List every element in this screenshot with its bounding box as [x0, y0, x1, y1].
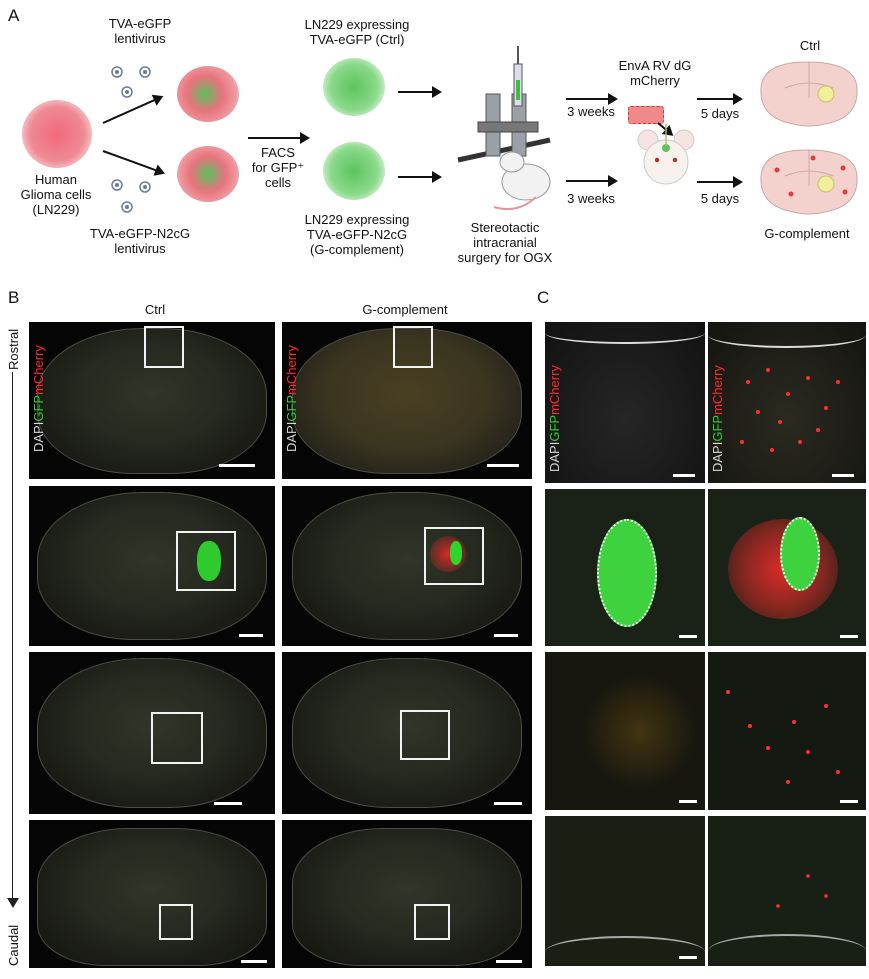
mouse-icon	[636, 124, 696, 190]
ln229-gcomp-label: LN229 expressing TVA-eGFP-N2cG (G-comple…	[304, 212, 410, 257]
weeks-top-label: 3 weeks	[567, 104, 615, 119]
arrow-3-weeks-top	[566, 93, 618, 105]
roi-box	[144, 326, 184, 368]
transduced-gcomp-cluster	[177, 146, 239, 202]
arrow-5-days-top	[697, 93, 743, 105]
section-c-gcomp-2	[708, 489, 866, 646]
stain-legend-b: DAPIGFPmCherry	[31, 345, 46, 452]
section-b-ctrl-1: DAPIGFPmCherry	[29, 322, 275, 479]
caudal-label: Caudal	[6, 924, 21, 966]
section-c-gcomp-3	[708, 652, 866, 810]
section-b-gcomp-2	[282, 486, 532, 646]
rabies-virus-icon	[628, 106, 664, 124]
roi-box	[393, 326, 433, 368]
section-c-gcomp-4	[708, 816, 866, 966]
section-b-gcomp-4	[282, 820, 532, 968]
stain-legend-b2: DAPIGFPmCherry	[284, 345, 299, 452]
transduced-ctrl-cluster	[177, 66, 239, 122]
rostral-caudal-axis	[12, 372, 13, 900]
virus-bottom-label: TVA-eGFP-N2cG lentivirus	[89, 226, 191, 256]
col-gcomp-label: G-complement	[362, 302, 448, 317]
panel-a-letter: A	[8, 6, 20, 25]
arrow-5-days-bottom	[697, 176, 743, 188]
stain-legend-c2: DAPIGFPmCherry	[710, 365, 725, 472]
days-bottom-label: 5 days	[700, 191, 740, 206]
arrow-3-weeks-bottom	[566, 175, 618, 187]
section-c-ctrl-2	[545, 489, 705, 646]
arrow-gcomp-to-surgery	[398, 171, 442, 183]
section-c-gcomp-1: DAPIGFPmCherry	[708, 322, 866, 483]
outcome-gcomp-label: G-complement	[764, 226, 850, 241]
section-b-gcomp-1: DAPIGFPmCherry	[282, 322, 532, 479]
section-b-ctrl-2	[29, 486, 275, 646]
ln229-ctrl-cluster	[323, 58, 385, 116]
roi-box	[159, 904, 193, 940]
stain-legend-c1: DAPIGFPmCherry	[547, 365, 562, 472]
roi-box	[151, 712, 203, 764]
brain-ctrl-schematic	[755, 58, 863, 130]
ln229-gcomp-cluster	[323, 142, 385, 200]
ln229-ctrl-label: LN229 expressing TVA-eGFP (Ctrl)	[304, 17, 410, 47]
glioma-cells-label: Human Glioma cells (LN229)	[20, 172, 92, 217]
virus-top-label: TVA-eGFP lentivirus	[108, 16, 172, 46]
roi-box	[424, 527, 484, 585]
rostral-label: Rostral	[6, 328, 21, 370]
surgery-label: Stereotactic intracranial surgery for OG…	[457, 220, 553, 265]
lentivirus-top-icon	[105, 60, 160, 105]
col-ctrl-label: Ctrl	[144, 302, 166, 317]
roi-box	[176, 531, 236, 591]
glioma-cell-cluster	[22, 100, 92, 168]
roi-box	[400, 710, 450, 760]
lentivirus-bottom-icon	[105, 175, 160, 220]
panel-b-letter: B	[8, 288, 20, 307]
axis-arrowhead	[7, 898, 19, 908]
panel-c-letter: C	[537, 288, 550, 307]
outcome-ctrl-label: Ctrl	[799, 38, 821, 53]
facs-label: FACS for GFP⁺ cells	[251, 145, 305, 190]
section-c-ctrl-1: DAPIGFPmCherry	[545, 322, 705, 483]
brain-gcomp-schematic	[755, 146, 863, 218]
rv-virus-label: EnvA RV dG mCherry	[618, 58, 692, 88]
section-b-gcomp-3	[282, 652, 532, 814]
section-b-ctrl-4	[29, 820, 275, 968]
roi-box	[414, 904, 450, 940]
stereotaxic-frame-icon	[448, 42, 560, 217]
arrow-ctrl-to-surgery	[398, 86, 442, 98]
section-b-ctrl-3	[29, 652, 275, 814]
section-c-ctrl-3	[545, 652, 705, 810]
section-c-ctrl-4	[545, 816, 705, 966]
arrow-to-gcomp-transduction	[102, 150, 164, 174]
facs-arrow	[248, 132, 310, 144]
days-top-label: 5 days	[700, 106, 740, 121]
weeks-bottom-label: 3 weeks	[567, 191, 615, 206]
